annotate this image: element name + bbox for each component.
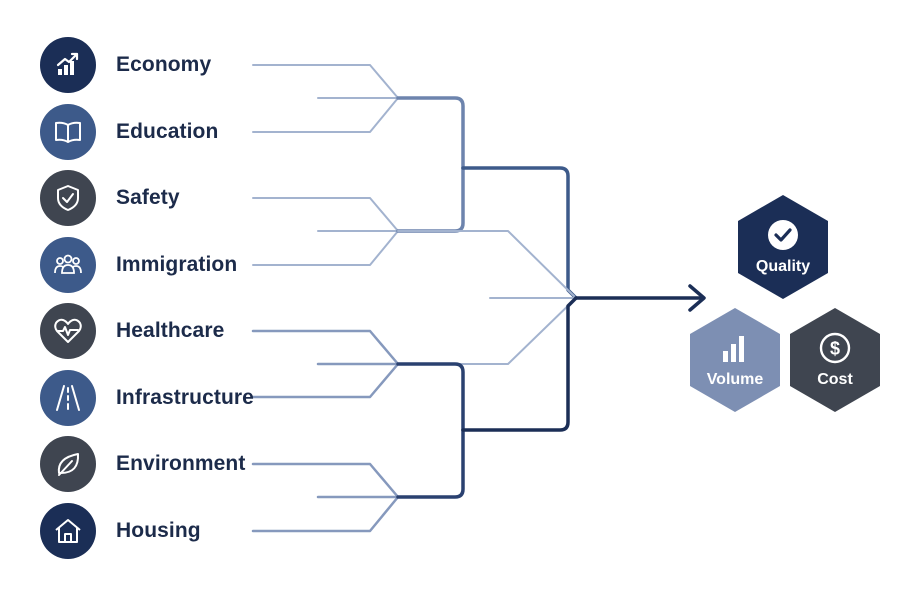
topic-immigration-label: Immigration xyxy=(116,253,238,276)
topic-infrastructure-label: Infrastructure xyxy=(116,386,254,409)
outcome-quality: Quality xyxy=(738,195,828,299)
connector-infrastructure xyxy=(251,362,400,399)
connector-education xyxy=(252,97,399,133)
topic-environment-label: Environment xyxy=(116,452,246,475)
topic-economy: Economy xyxy=(40,37,211,93)
connector-environment xyxy=(251,462,400,499)
heart-pulse-icon xyxy=(54,318,82,343)
topic-economy-badge xyxy=(40,37,96,93)
topic-healthcare-label: Healthcare xyxy=(116,319,225,342)
connector-safety xyxy=(252,197,399,232)
outcome-volume: Volume xyxy=(690,308,780,412)
topic-immigration: Immigration xyxy=(40,237,237,293)
outcome-cost: $ Cost xyxy=(790,308,880,412)
connector-housing xyxy=(251,495,400,533)
arrow-head xyxy=(688,284,706,312)
topic-safety-badge xyxy=(40,170,96,226)
topic-education-label: Education xyxy=(116,120,219,143)
topic-economy-label: Economy xyxy=(116,53,212,76)
topic-environment: Environment xyxy=(40,436,245,492)
branch-3 xyxy=(396,362,465,432)
topic-education-badge xyxy=(40,104,96,160)
topic-safety-label: Safety xyxy=(116,186,180,209)
topic-education: Education xyxy=(40,104,218,160)
branch-lower xyxy=(461,296,578,432)
topic-environment-badge xyxy=(40,436,96,492)
topic-housing: Housing xyxy=(40,503,201,559)
topic-safety: Safety xyxy=(40,170,180,226)
connector-healthcare xyxy=(251,329,400,366)
connector-faint-1 xyxy=(397,230,577,299)
book-icon xyxy=(55,121,81,143)
svg-text:$: $ xyxy=(830,339,840,359)
dollar-circle-icon: $ xyxy=(819,332,851,364)
bar-chart-icon xyxy=(723,336,744,362)
topic-immigration-badge xyxy=(40,237,96,293)
topic-infrastructure-badge xyxy=(40,370,96,426)
connector-economy xyxy=(252,64,399,99)
leaf-icon xyxy=(57,453,80,476)
topic-healthcare-badge xyxy=(40,303,96,359)
outcome-cost-label: Cost xyxy=(817,371,853,388)
topic-infrastructure: Infrastructure xyxy=(40,370,254,426)
branch-upper xyxy=(461,166,578,300)
people-group-icon xyxy=(54,254,82,274)
branch-2 xyxy=(396,166,465,233)
outcome-volume-label: Volume xyxy=(706,371,764,388)
chart-up-icon xyxy=(56,52,79,75)
road-icon xyxy=(56,385,80,411)
topic-housing-badge xyxy=(40,503,96,559)
shield-check-icon xyxy=(57,185,79,211)
connector-faint-3 xyxy=(397,297,577,365)
connector-immigration xyxy=(252,230,399,266)
check-circle-icon xyxy=(768,220,798,250)
outcome-quality-label: Quality xyxy=(755,258,811,275)
branch-4 xyxy=(396,428,465,499)
outcome-cost-hexagon xyxy=(790,308,880,412)
house-icon xyxy=(55,519,81,543)
topic-healthcare: Healthcare xyxy=(40,303,224,359)
topic-housing-label: Housing xyxy=(116,519,201,542)
branch-1 xyxy=(396,96,465,170)
